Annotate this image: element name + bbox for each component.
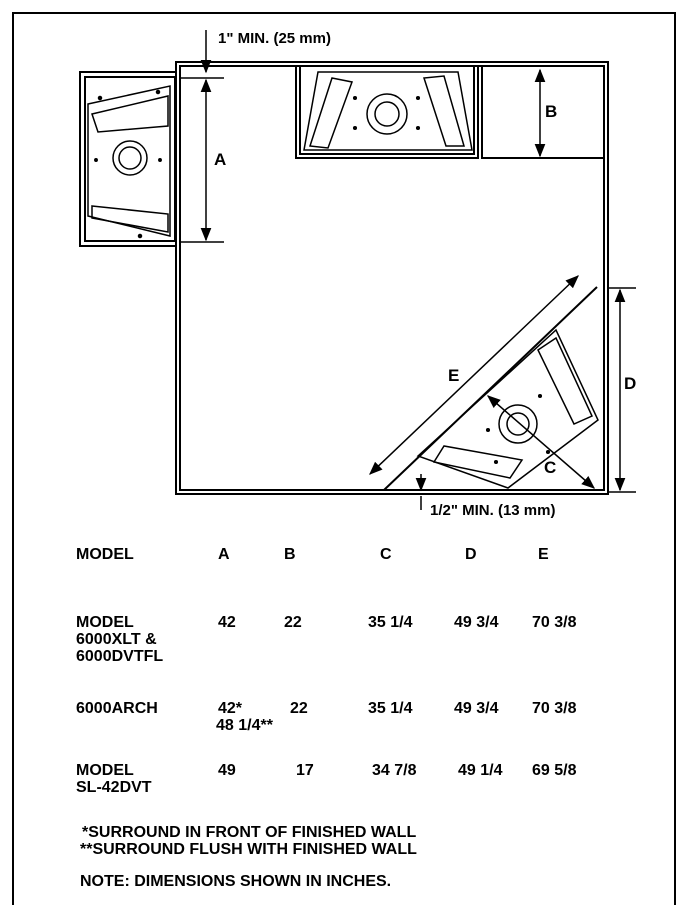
- row2-model-line1: 6000ARCH: [76, 700, 158, 717]
- row3-model-line1: MODEL: [76, 762, 134, 779]
- row2-a2: 48 1/4**: [216, 717, 273, 734]
- fireplace-left: [87, 85, 171, 239]
- min-clearance-top-label: 1" MIN. (25 mm): [218, 30, 331, 47]
- row3-e: 69 5/8: [532, 762, 577, 779]
- row2-d: 49 3/4: [454, 700, 499, 717]
- note-dimensions-inches: NOTE: DIMENSIONS SHOWN IN INCHES.: [80, 873, 392, 890]
- dimension-e-label: E: [448, 366, 460, 385]
- row2-a: 42*: [218, 700, 243, 717]
- room-outline: [175, 61, 609, 495]
- row1-b: 22: [284, 614, 302, 631]
- row3-model-line2: SL-42DVT: [76, 779, 152, 796]
- row1-a: 42: [218, 614, 236, 631]
- left-alcove: [79, 71, 177, 247]
- row3-a: 49: [218, 762, 236, 779]
- row2-c: 35 1/4: [368, 700, 413, 717]
- fireplace-top: [303, 71, 473, 151]
- row1-e: 70 3/8: [532, 614, 577, 631]
- note-surround-front: *SURROUND IN FRONT OF FINISHED WALL: [82, 824, 417, 841]
- header-model: MODEL: [76, 546, 134, 563]
- row1-model-line1: MODEL: [76, 614, 134, 631]
- header-d: D: [465, 546, 477, 563]
- note-surround-flush: **SURROUND FLUSH WITH FINISHED WALL: [80, 841, 417, 858]
- page-frame: [12, 12, 676, 905]
- header-a: A: [218, 546, 230, 563]
- row1-model-line3: 6000DVTFL: [76, 648, 164, 665]
- dimension-a-label: A: [214, 150, 227, 169]
- row1-d: 49 3/4: [454, 614, 499, 631]
- row1-model-line2: 6000XLT &: [76, 631, 157, 648]
- row3-d: 49 1/4: [458, 762, 503, 779]
- header-b: B: [284, 546, 296, 563]
- corner-diagonal-wall: [383, 286, 598, 491]
- dimension-c-label: C: [544, 458, 557, 477]
- dimension-b-label: B: [545, 102, 558, 121]
- dimension-lines: [180, 30, 636, 510]
- dimension-d-label: D: [624, 374, 637, 393]
- row3-b: 17: [296, 762, 314, 779]
- fireplace-corner: [416, 328, 599, 489]
- min-clearance-bottom-label: 1/2" MIN. (13 mm): [430, 502, 556, 519]
- row3-c: 34 7/8: [372, 762, 417, 779]
- top-alcove: [295, 66, 479, 159]
- row1-c: 35 1/4: [368, 614, 413, 631]
- top-right-box: [481, 66, 604, 159]
- row2-b: 22: [290, 700, 308, 717]
- header-e: E: [538, 546, 549, 563]
- header-c: C: [380, 546, 392, 563]
- row2-e: 70 3/8: [532, 700, 577, 717]
